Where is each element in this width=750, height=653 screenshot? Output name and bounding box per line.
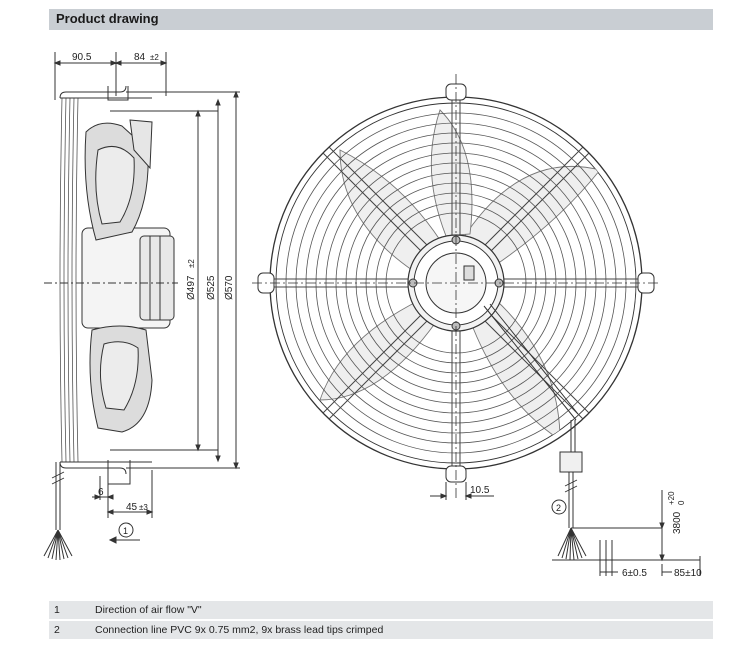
dim-cable-tol-plus: +20	[667, 491, 676, 505]
callout-2: 2	[556, 503, 561, 513]
dim-d-outer: Ø570	[224, 275, 235, 300]
callout-1: 1	[123, 526, 128, 536]
section-title-bar: Product drawing	[49, 9, 713, 30]
note-number: 1	[54, 604, 60, 616]
dim-bottom-small: 6	[98, 487, 104, 498]
product-drawing: 90.5 84 ±2 Ø497 ±2 Ø525 Ø570 6 45 ±3 1	[43, 52, 702, 579]
note-row: 1 Direction of air flow "V"	[49, 601, 713, 619]
dim-cable-len: 3800	[672, 511, 683, 534]
dim-top-right: 84	[134, 52, 146, 63]
notes-table: 1 Direction of air flow "V" 2 Connection…	[49, 601, 713, 641]
dim-tip-b: 85±10	[674, 568, 702, 579]
dim-d-inner: Ø497	[186, 275, 197, 300]
note-number: 2	[54, 624, 60, 636]
dim-tip-a: 6±0.5	[622, 568, 647, 579]
front-view	[252, 74, 701, 576]
dim-front-bracket: 10.5	[470, 485, 490, 496]
note-text: Direction of air flow "V"	[95, 604, 202, 616]
note-row: 2 Connection line PVC 9x 0.75 mm2, 9x br…	[49, 621, 713, 639]
dim-bottom-offset-tol: ±3	[139, 503, 148, 512]
dim-bottom-offset: 45	[126, 502, 138, 513]
dim-top-right-tol: ±2	[150, 53, 159, 62]
dim-cable-tol-minus: 0	[677, 500, 686, 505]
side-view	[43, 52, 240, 561]
dim-d-mid: Ø525	[206, 275, 217, 300]
note-text: Connection line PVC 9x 0.75 mm2, 9x bras…	[95, 624, 384, 636]
dim-d-inner-tol: ±2	[187, 259, 196, 268]
section-title: Product drawing	[56, 11, 159, 26]
dim-top-left: 90.5	[72, 52, 92, 63]
